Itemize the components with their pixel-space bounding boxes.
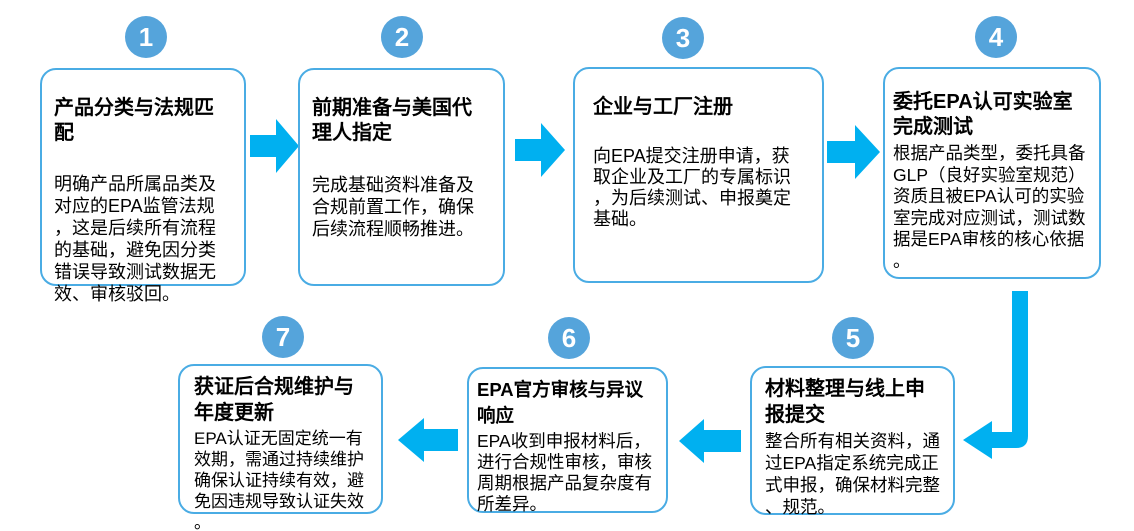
arrow-right-icon-step1-to-step2: [250, 119, 299, 173]
step-1-title: 产品分类与法规匹配: [54, 97, 214, 144]
step-1-description: 明确产品所属品类及对应的EPA监管法规，这是后续所有流程的基础，避免因分类错误导…: [54, 174, 216, 304]
step-2-title: 前期准备与美国代理人指定: [312, 97, 472, 144]
step-5-description: 整合所有相关资料，通过EPA指定系统完成正式申报，确保材料完整、规范。: [765, 431, 940, 517]
step-5-title: 材料整理与线上申报提交: [765, 378, 925, 426]
arrow-right-icon-step2-to-step3: [515, 123, 565, 177]
step-2-box: 前期准备与美国代理人指定 完成基础资料准备及合规前置工作，确保后续流程顺畅推进。: [298, 68, 505, 286]
step-6-description: EPA收到申报材料后，进行合规性审核，审核周期根据产品复杂度有所差异。: [477, 431, 652, 514]
arrow-right-icon-step3-to-step4: [827, 125, 880, 179]
step-2-description: 完成基础资料准备及合规前置工作，确保后续流程顺畅推进。: [312, 175, 474, 239]
step-5-number-badge: 5: [832, 317, 874, 359]
step-1-box: 产品分类与法规匹配 明确产品所属品类及对应的EPA监管法规，这是后续所有流程的基…: [40, 68, 246, 304]
step-7-description: EPA认证无固定统一有效期，需通过持续维护确保认证持续有效，避免因违规导致认证失…: [194, 429, 364, 531]
step-3-description: 向EPA提交注册申请，获取企业及工厂的专属标识，为后续测试、申报奠定基础。: [593, 146, 791, 229]
arrow-left-icon-step5-to-step6: [679, 419, 741, 463]
step-3-box: 企业与工厂注册 向EPA提交注册申请，获取企业及工厂的专属标识，为后续测试、申报…: [573, 67, 824, 283]
arrow-left-icon-step6-to-step7: [398, 418, 458, 462]
step-6-title: EPA官方审核与异议响应: [477, 379, 644, 426]
step-3-number-badge: 3: [662, 17, 704, 59]
step-4-box: 委托EPA认可实验室完成测试 根据产品类型，委托具备GLP（良好实验室规范）资质…: [883, 67, 1101, 279]
step-1-number-badge: 1: [125, 16, 167, 58]
step-7-number-badge: 7: [262, 316, 304, 358]
step-4-number-badge: 4: [975, 16, 1017, 58]
step-3-title: 企业与工厂注册: [593, 96, 733, 118]
step-6-number-badge: 6: [548, 317, 590, 359]
step-2-number-badge: 2: [381, 16, 423, 58]
step-6-box: EPA官方审核与异议响应 EPA收到申报材料后，进行合规性审核，审核周期根据产品…: [467, 367, 668, 514]
step-4-description: 根据产品类型，委托具备GLP（良好实验室规范）资质且被EPA认可的实验室完成对应…: [893, 143, 1086, 271]
step-7-box: 获证后合规维护与年度更新 EPA认证无固定统一有效期，需通过持续维护确保认证持续…: [178, 364, 383, 531]
step-7-title: 获证后合规维护与年度更新: [194, 376, 354, 424]
step-5-box: 材料整理与线上申报提交 整合所有相关资料，通过EPA指定系统完成正式申报，确保材…: [750, 366, 955, 517]
step-4-title: 委托EPA认可实验室完成测试: [893, 91, 1073, 138]
arrow-elbow-icon-step4-to-step5: [963, 291, 1028, 459]
